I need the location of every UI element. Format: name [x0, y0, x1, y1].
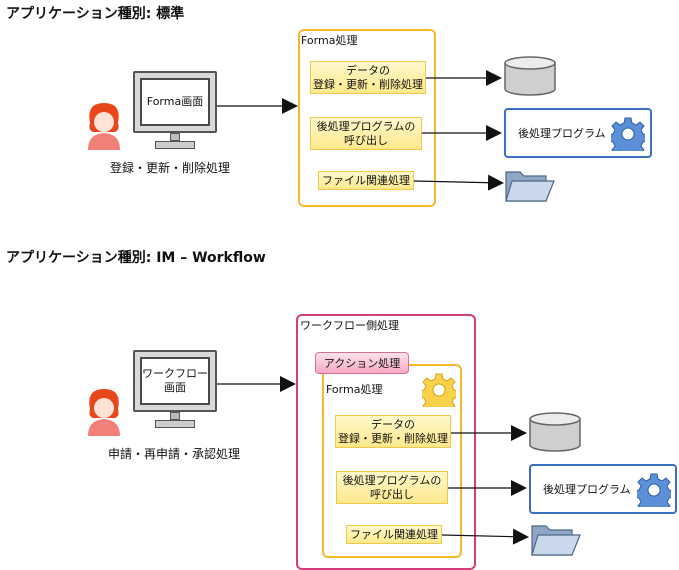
monitor-icon: ワークフロー 画面 [133, 350, 217, 430]
step-line1: 後処理プログラムの [342, 473, 442, 487]
forma-process-title: Forma処理 [301, 34, 358, 47]
step-line1: データの [346, 63, 390, 77]
step-file-process: ファイル関連処理 [346, 525, 442, 544]
program-label: 後処理プログラム [543, 483, 631, 496]
step-call-postprocess: 後処理プログラムの 呼び出し [310, 117, 422, 150]
folder-icon [531, 525, 581, 556]
user-caption: 申請・再申請・承認処理 [108, 447, 241, 461]
program-label: 後処理プログラム [518, 127, 606, 140]
workflow-process-title: ワークフロー側処理 [300, 319, 399, 332]
step-line2: 登録・更新・削除処理 [338, 431, 448, 445]
gear-icon [637, 473, 671, 507]
step-line2: 登録・更新・削除処理 [313, 77, 423, 91]
step-call-postprocess: 後処理プログラムの 呼び出し [336, 471, 448, 504]
step-line2: 呼び出し [344, 133, 388, 147]
monitor-screen: Forma画面 [140, 78, 210, 126]
database-icon [504, 56, 556, 96]
gear-icon [611, 117, 645, 151]
step-file-process: ファイル関連処理 [318, 171, 414, 190]
user-icon [88, 103, 120, 150]
step-data-update: データの 登録・更新・削除処理 [310, 61, 426, 94]
database-icon [529, 412, 581, 452]
section2-heading: アプリケーション種別: IM – Workflow [6, 250, 266, 266]
user-icon [88, 389, 120, 436]
monitor-stand [170, 412, 180, 420]
forma-process-title: Forma処理 [326, 383, 383, 396]
monitor-label-line1: ワークフロー [142, 367, 208, 380]
monitor-stand [170, 133, 180, 141]
monitor-label-line2: 画面 [164, 381, 186, 394]
monitor-screen: ワークフロー 画面 [140, 357, 210, 405]
step-data-update: データの 登録・更新・削除処理 [335, 415, 451, 448]
section1-heading: アプリケーション種別: 標準 [6, 6, 185, 22]
step-line1: データの [371, 417, 415, 431]
monitor-icon: Forma画面 [133, 71, 217, 151]
step-line1: 後処理プログラムの [316, 119, 416, 133]
folder-icon [505, 171, 555, 202]
user-caption: 登録・更新・削除処理 [110, 161, 231, 175]
gear-icon [422, 373, 456, 407]
action-process-label: アクション処理 [315, 352, 409, 374]
monitor-base [155, 420, 195, 428]
step-line2: 呼び出し [370, 487, 414, 501]
monitor-base [155, 141, 195, 149]
